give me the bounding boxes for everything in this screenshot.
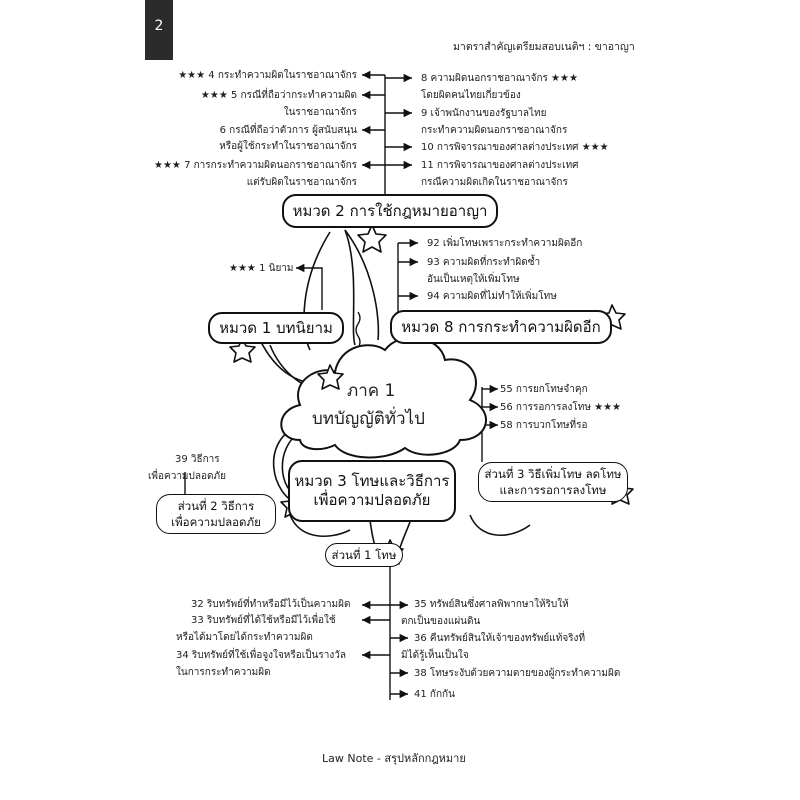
part1-right-item: 41 กักกัน bbox=[414, 689, 455, 700]
header-title: มาตราสำคัญเตรียมสอบเนติฯ : ขาอาญา bbox=[453, 41, 635, 53]
part1-right-item: 38 โทษระงับด้วยความตายของผู้กระทำความผิด bbox=[414, 668, 621, 679]
part-2-box: ส่วนที่ 2 วิธีการ เพื่อความปลอดภัย bbox=[156, 494, 276, 534]
part1-left-item: หรือได้มาโดยได้กระทำความผิด bbox=[176, 632, 313, 643]
ch2-right-item: 10 การพิจารณาของศาลต่างประเทศ ★★★ bbox=[421, 142, 609, 153]
footer-title: Law Note - สรุปหลักกฎหมาย bbox=[322, 752, 466, 765]
star-icon bbox=[229, 337, 256, 363]
ch2-left-item: ในราชอาณาจักร bbox=[283, 107, 357, 118]
part1-left-item: 32 ริบทรัพย์ที่ทำหรือมีไว้เป็นความผิด bbox=[191, 599, 351, 610]
chapter-8-box: หมวด 8 การกระทำความผิดอีก bbox=[390, 310, 612, 344]
chapter-1-box: หมวด 1 บทนิยาม bbox=[208, 312, 344, 344]
part1-right-item: 36 คืนทรัพย์สินให้เจ้าของทรัพย์แท้จริงที… bbox=[414, 633, 586, 644]
ch2-left-item: 6 กรณีที่ถือว่าตัวการ ผู้สนับสนุน bbox=[219, 125, 357, 136]
ch2-right-item: 8 ความผิดนอกราชอาณาจักร ★★★ bbox=[421, 73, 578, 84]
center-title-line2: บทบัญญัติทั่วไป bbox=[312, 409, 425, 429]
part3-item: 58 การบวกโทษที่รอ bbox=[500, 420, 588, 431]
part-2-title: ส่วนที่ 2 วิธีการ bbox=[177, 499, 255, 513]
chapter-1-title: หมวด 1 บทนิยาม bbox=[219, 319, 333, 337]
ch8-item: 94 ความผิดที่ไม่ทำให้เพิ่มโทษ bbox=[427, 291, 557, 302]
page-number-tab bbox=[145, 0, 173, 60]
ch1-item: ★★★ 1 นิยาม bbox=[229, 263, 294, 274]
part1-left-item: 33 ริบทรัพย์ที่ได้ใช้หรือมีไว้เพื่อใช้ bbox=[191, 615, 336, 626]
part-1-box: ส่วนที่ 1 โทษ bbox=[325, 543, 403, 567]
chapter-2-box: หมวด 2 การใช้กฎหมายอาญา bbox=[282, 194, 498, 228]
ch2-left-item: ★★★ 4 กระทำความผิดในราชอาณาจักร bbox=[178, 70, 357, 81]
star-icon bbox=[357, 224, 387, 253]
ch2-left-item: แต่รับผิดในราชอาณาจักร bbox=[246, 177, 357, 188]
part3-item: 55 การยกโทษจำคุก bbox=[500, 384, 588, 395]
part2-item: 39 วิธีการ bbox=[175, 454, 220, 465]
ch2-right-item: กระทำความผิดนอกราชอาณาจักร bbox=[421, 125, 568, 136]
chapter-8-title: หมวด 8 การกระทำความผิดอีก bbox=[401, 318, 601, 336]
part-3-title: ส่วนที่ 3 วิธีเพิ่มโทษ ลดโทษ bbox=[484, 467, 622, 481]
part2-item: เพื่อความปลอดภัย bbox=[148, 471, 226, 482]
ch2-right-item: โดยผิดคนไทยเกี่ยวข้อง bbox=[421, 90, 521, 101]
ch2-left-item: ★★★ 7 การกระทำความผิดนอกราชอาณาจักร bbox=[154, 160, 357, 171]
chapter-3-subtitle: เพื่อความปลอดภัย bbox=[313, 491, 431, 509]
star-icon bbox=[317, 364, 344, 390]
chapter-2-title: หมวด 2 การใช้กฎหมายอาญา bbox=[292, 202, 488, 220]
ch2-right-item: 9 เจ้าพนักงานของรัฐบาลไทย bbox=[421, 108, 547, 119]
cloud-icon bbox=[280, 336, 487, 459]
ch2-right-item: 11 การพิจารณาของศาลต่างประเทศ bbox=[421, 160, 579, 171]
part1-right-item: 35 ทรัพย์สินซึ่งศาลพิพากษาให้ริบให้ bbox=[414, 599, 569, 610]
chapter-3-title: หมวด 3 โทษและวิธีการ bbox=[294, 472, 450, 490]
part-2-subtitle: เพื่อความปลอดภัย bbox=[171, 515, 261, 529]
part1-left-item: 34 ริบทรัพย์ที่ใช้เพื่อจูงใจหรือเป็นรางว… bbox=[176, 650, 346, 661]
part1-right-item: มิได้รู้เห็นเป็นใจ bbox=[401, 650, 469, 661]
ch2-left-item: หรือผู้ใช้กระทำในราชอาณาจักร bbox=[219, 141, 357, 152]
ch8-item: 92 เพิ่มโทษเพราะกระทำความผิดอีก bbox=[427, 238, 583, 249]
part1-right-item: ตกเป็นของแผ่นดิน bbox=[401, 616, 481, 627]
part1-left-item: ในการกระทำความผิด bbox=[176, 667, 271, 678]
ch2-right-item: กรณีความผิดเกิดในราชอาณาจักร bbox=[421, 177, 568, 188]
part-1-title: ส่วนที่ 1 โทษ bbox=[331, 548, 397, 562]
part-3-box: ส่วนที่ 3 วิธีเพิ่มโทษ ลดโทษ และการรอการ… bbox=[478, 462, 628, 502]
part-3-subtitle: และการรอการลงโทษ bbox=[499, 483, 607, 497]
page-number: 2 bbox=[154, 18, 164, 34]
ch2-left-item: ★★★ 5 กรณีที่ถือว่ากระทำความผิด bbox=[200, 90, 357, 101]
center-title-line1: ภาค 1 bbox=[347, 381, 396, 401]
part3-item: 56 การรอการลงโทษ ★★★ bbox=[500, 402, 622, 413]
ch8-item: อันเป็นเหตุให้เพิ่มโทษ bbox=[427, 274, 520, 285]
chapter-3-box: หมวด 3 โทษและวิธีการ เพื่อความปลอดภัย bbox=[288, 460, 456, 522]
ch8-item: 93 ความผิดที่กระทำผิดซ้ำ bbox=[427, 257, 541, 268]
